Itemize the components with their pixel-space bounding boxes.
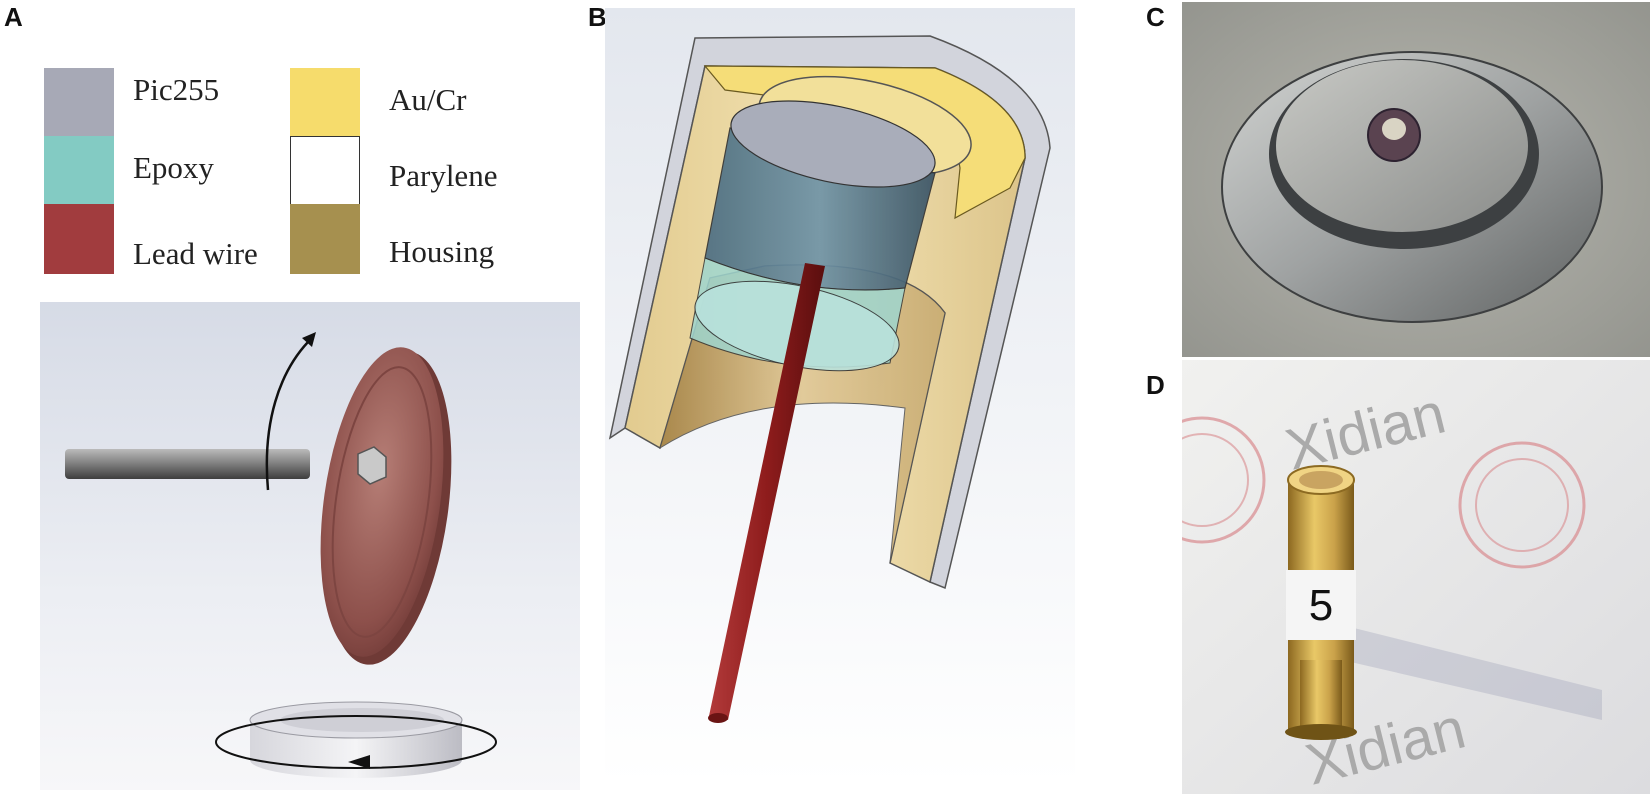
transducer-photo-side: Xidian Xidian 5	[1182, 360, 1650, 794]
panel-letter-b: B	[588, 2, 607, 32]
panel-letter-c: C	[1146, 2, 1165, 32]
shaft	[65, 449, 310, 479]
number-label-text: 5	[1309, 581, 1333, 630]
legend: Pic255 Epoxy Lead wire Au/Cr Parylene Ho…	[40, 46, 580, 302]
panel-a: Pic255 Epoxy Lead wire Au/Cr Parylene Ho…	[40, 46, 580, 790]
hex-nut	[357, 446, 387, 485]
pic255-piezo-element	[704, 100, 936, 291]
number-label	[1286, 570, 1356, 640]
rotation-arrowhead-disc	[302, 332, 316, 347]
transducer-photo-top	[1182, 2, 1650, 357]
legend-label-lead-wire: Lead wire	[133, 236, 258, 271]
legend-label-housing: Housing	[389, 234, 495, 269]
legend-label-pic255: Pic255	[133, 72, 220, 107]
red-seal-left	[1182, 416, 1266, 544]
panel-letter-a: A	[4, 2, 23, 32]
legend-label-au-cr: Au/Cr	[389, 82, 467, 117]
panel-letter-d: D	[1146, 370, 1165, 400]
red-seal-right	[1458, 441, 1586, 569]
legend-swatch-housing	[290, 204, 360, 274]
background	[1182, 360, 1650, 794]
legend-swatch-pic255	[44, 68, 114, 138]
transducer-face	[1382, 118, 1406, 140]
polishing-illustration	[40, 302, 580, 790]
legend-swatch-epoxy	[44, 136, 114, 206]
rotation-arrow-disc	[265, 341, 309, 491]
rotation-arrowhead-ring	[348, 755, 370, 769]
transducer-cross-section	[605, 8, 1075, 784]
polishing-disc	[320, 347, 452, 665]
workpiece-cylinder	[249, 701, 463, 778]
legend-swatch-au-cr	[290, 68, 360, 138]
brass-transducer	[1285, 465, 1357, 740]
legend-swatch-lead-wire	[44, 204, 114, 274]
legend-label-parylene: Parylene	[389, 158, 498, 193]
legend-label-epoxy: Epoxy	[133, 150, 214, 185]
shadow	[1322, 620, 1602, 720]
rotation-ring	[215, 715, 497, 769]
lead-wire	[708, 263, 825, 723]
legend-swatch-parylene	[290, 136, 360, 206]
